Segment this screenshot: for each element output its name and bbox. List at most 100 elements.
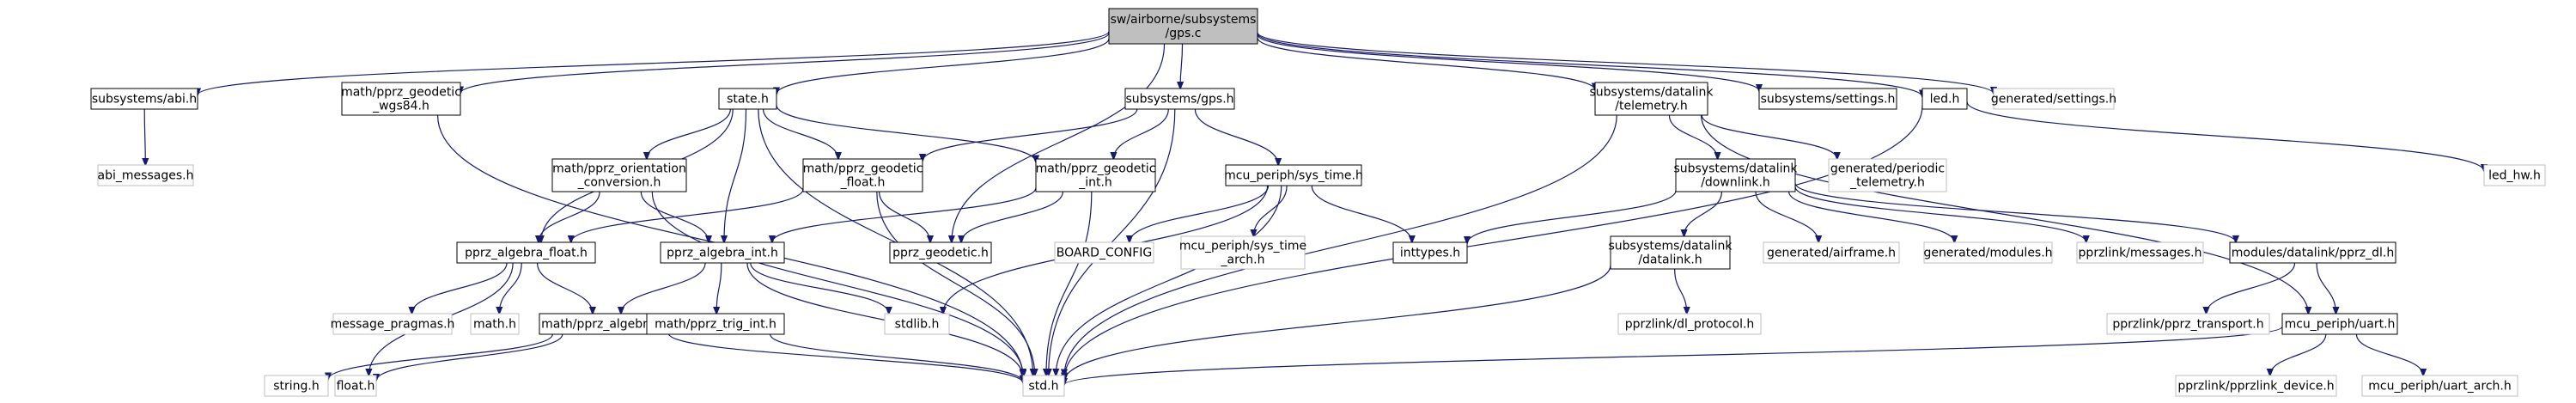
node-box <box>884 313 950 335</box>
node-box <box>341 82 461 116</box>
edge-abi-to-abimsg <box>144 108 145 165</box>
node-label: /datalink.h <box>1638 253 1702 267</box>
node-pprzmsg: pprzlink/messages.h <box>2076 241 2204 264</box>
node-label: string.h <box>273 380 320 394</box>
edge-gps_c-to-abi <box>198 31 1110 95</box>
edge-subgps-to-systime <box>1194 108 1278 165</box>
node-uart[interactable]: mcu_periph/uart.h <box>2281 313 2398 335</box>
node-systimearch: mcu_periph/sys_time_arch.h <box>1179 235 1306 270</box>
node-settings[interactable]: subsystems/settings.h <box>1758 88 1897 110</box>
node-telemetry[interactable]: subsystems/datalink/telemetry.h <box>1590 82 1714 116</box>
node-label: pprzlink/messages.h <box>2079 247 2202 260</box>
node-label: mcu_periph/sys_time <box>1179 240 1306 253</box>
node-box <box>264 375 329 397</box>
node-pprzdev: pprzlink/pprzlink_device.h <box>2175 375 2337 397</box>
node-label: mcu_periph/uart_arch.h <box>2368 380 2511 394</box>
node-state[interactable]: state.h <box>718 88 777 110</box>
node-gps_c[interactable]: sw/airborne/subsystems/gps.c <box>1108 8 1258 45</box>
node-geoint[interactable]: math/pprz_geodetic_int.h <box>1035 158 1156 192</box>
edge-telemetry-to-downlink <box>1668 114 1717 159</box>
edge-led-to-ledhw <box>1966 101 2484 171</box>
edge-trigint-to-std <box>770 333 1023 382</box>
node-label: math/pprz_orientation <box>552 162 686 176</box>
node-label: float.h <box>337 380 375 394</box>
node-label: pprzlink/pprz_transport.h <box>2112 318 2263 332</box>
edge-algfloat-to-math <box>499 262 522 314</box>
node-label: mcu_periph/uart.h <box>2285 318 2396 332</box>
node-label: sw/airborne/subsystems <box>1111 13 1257 27</box>
node-pprzdl[interactable]: modules/datalink/pprz_dl.h <box>2229 241 2396 264</box>
node-box <box>470 313 520 335</box>
node-dlproto: pprzlink/dl_protocol.h <box>1617 313 1762 335</box>
node-box <box>1923 241 2053 264</box>
node-uartarch: mcu_periph/uart_arch.h <box>2361 375 2518 397</box>
node-box <box>2483 164 2546 186</box>
node-box <box>1022 375 1065 397</box>
node-trigint[interactable]: math/pprz_trig_int.h <box>646 313 785 335</box>
node-box <box>334 375 377 397</box>
node-box <box>889 241 992 264</box>
node-label: generated/periodic <box>1830 162 1945 176</box>
node-box <box>1763 241 1900 264</box>
node-subgps[interactable]: subsystems/gps.h <box>1124 88 1235 110</box>
node-geodetic[interactable]: pprz_geodetic.h <box>889 241 992 264</box>
edge-algint-to-stdlib <box>750 262 889 314</box>
node-label: mcu_periph/sys_time.h <box>1224 169 1363 183</box>
edge-downlink-to-pprzmsg <box>1794 186 2086 242</box>
node-label: subsystems/abi.h <box>92 93 197 107</box>
node-float: float.h <box>334 375 377 397</box>
edge-algint-to-algebra <box>621 262 706 314</box>
node-wgs84[interactable]: math/pprz_geodetic_wgs84.h <box>341 82 461 116</box>
node-geofloat[interactable]: math/pprz_geodetic_float.h <box>802 158 923 192</box>
edge-algfloat-to-algebra <box>536 262 593 314</box>
edge-gps_c-to-wgs84 <box>460 33 1110 94</box>
edge-telemetry-to-periodic <box>1701 114 1837 159</box>
node-airframe: generated/airframe.h <box>1763 241 1900 264</box>
node-box <box>1758 88 1897 110</box>
node-systime[interactable]: mcu_periph/sys_time.h <box>1224 164 1363 186</box>
node-label: BOARD_CONFIG <box>1057 247 1153 260</box>
edge-systime-to-std <box>1056 185 1282 376</box>
node-algfloat[interactable]: pprz_algebra_float.h <box>456 241 596 264</box>
edge-systime-to-board <box>1130 185 1270 242</box>
node-led[interactable]: led.h <box>1921 88 1968 110</box>
node-ledhw: led_hw.h <box>2483 164 2546 186</box>
node-label: pprz_algebra_int.h <box>667 247 778 260</box>
node-label: subsystems/datalink <box>1609 240 1733 253</box>
node-box <box>2229 241 2396 264</box>
node-label: generated/airframe.h <box>1767 247 1896 260</box>
node-inttypes[interactable]: inttypes.h <box>1392 241 1468 264</box>
edge-state-to-geofloat <box>762 108 838 159</box>
node-box <box>97 164 194 186</box>
node-box <box>1180 235 1306 270</box>
node-box <box>1392 241 1468 264</box>
node-box <box>1054 241 1154 264</box>
edge-geofloat-to-std <box>876 191 1035 376</box>
edge-state-to-geoint <box>776 105 1036 162</box>
node-box <box>1828 158 1947 192</box>
node-label: _telemetry.h <box>1849 176 1925 190</box>
edge-orient-to-algfloat <box>539 191 600 242</box>
node-label: subsystems/gps.h <box>1125 93 1233 107</box>
node-abi[interactable]: subsystems/abi.h <box>90 88 198 110</box>
node-box <box>90 88 198 110</box>
node-board: BOARD_CONFIG <box>1054 241 1154 264</box>
edge-geofloat-to-geodetic <box>879 191 930 242</box>
node-box <box>2361 375 2518 397</box>
node-box <box>1108 8 1258 45</box>
node-label: generated/modules.h <box>1923 247 2052 260</box>
edge-uart-to-pprzdev <box>2270 333 2327 376</box>
node-downlink[interactable]: subsystems/datalink/downlink.h <box>1674 158 1799 192</box>
node-label: state.h <box>727 93 769 107</box>
edge-gps_c-to-subgps <box>1180 43 1182 89</box>
node-label: math/pprz_geodetic <box>803 162 923 176</box>
node-orient[interactable]: math/pprz_orientation_conversion.h <box>551 158 687 192</box>
node-box <box>2076 241 2204 264</box>
file-nodes: sw/airborne/subsystems/gps.c subsystems/a… <box>90 8 2546 397</box>
node-algint[interactable]: pprz_algebra_int.h <box>660 241 785 264</box>
node-label: _float.h <box>840 176 886 190</box>
node-label: pprz_algebra_float.h <box>465 247 588 260</box>
edge-algint-to-trigint <box>716 262 722 314</box>
node-datalink[interactable]: subsystems/datalink/datalink.h <box>1609 235 1733 270</box>
node-label: pprzlink/dl_protocol.h <box>1625 318 1755 332</box>
